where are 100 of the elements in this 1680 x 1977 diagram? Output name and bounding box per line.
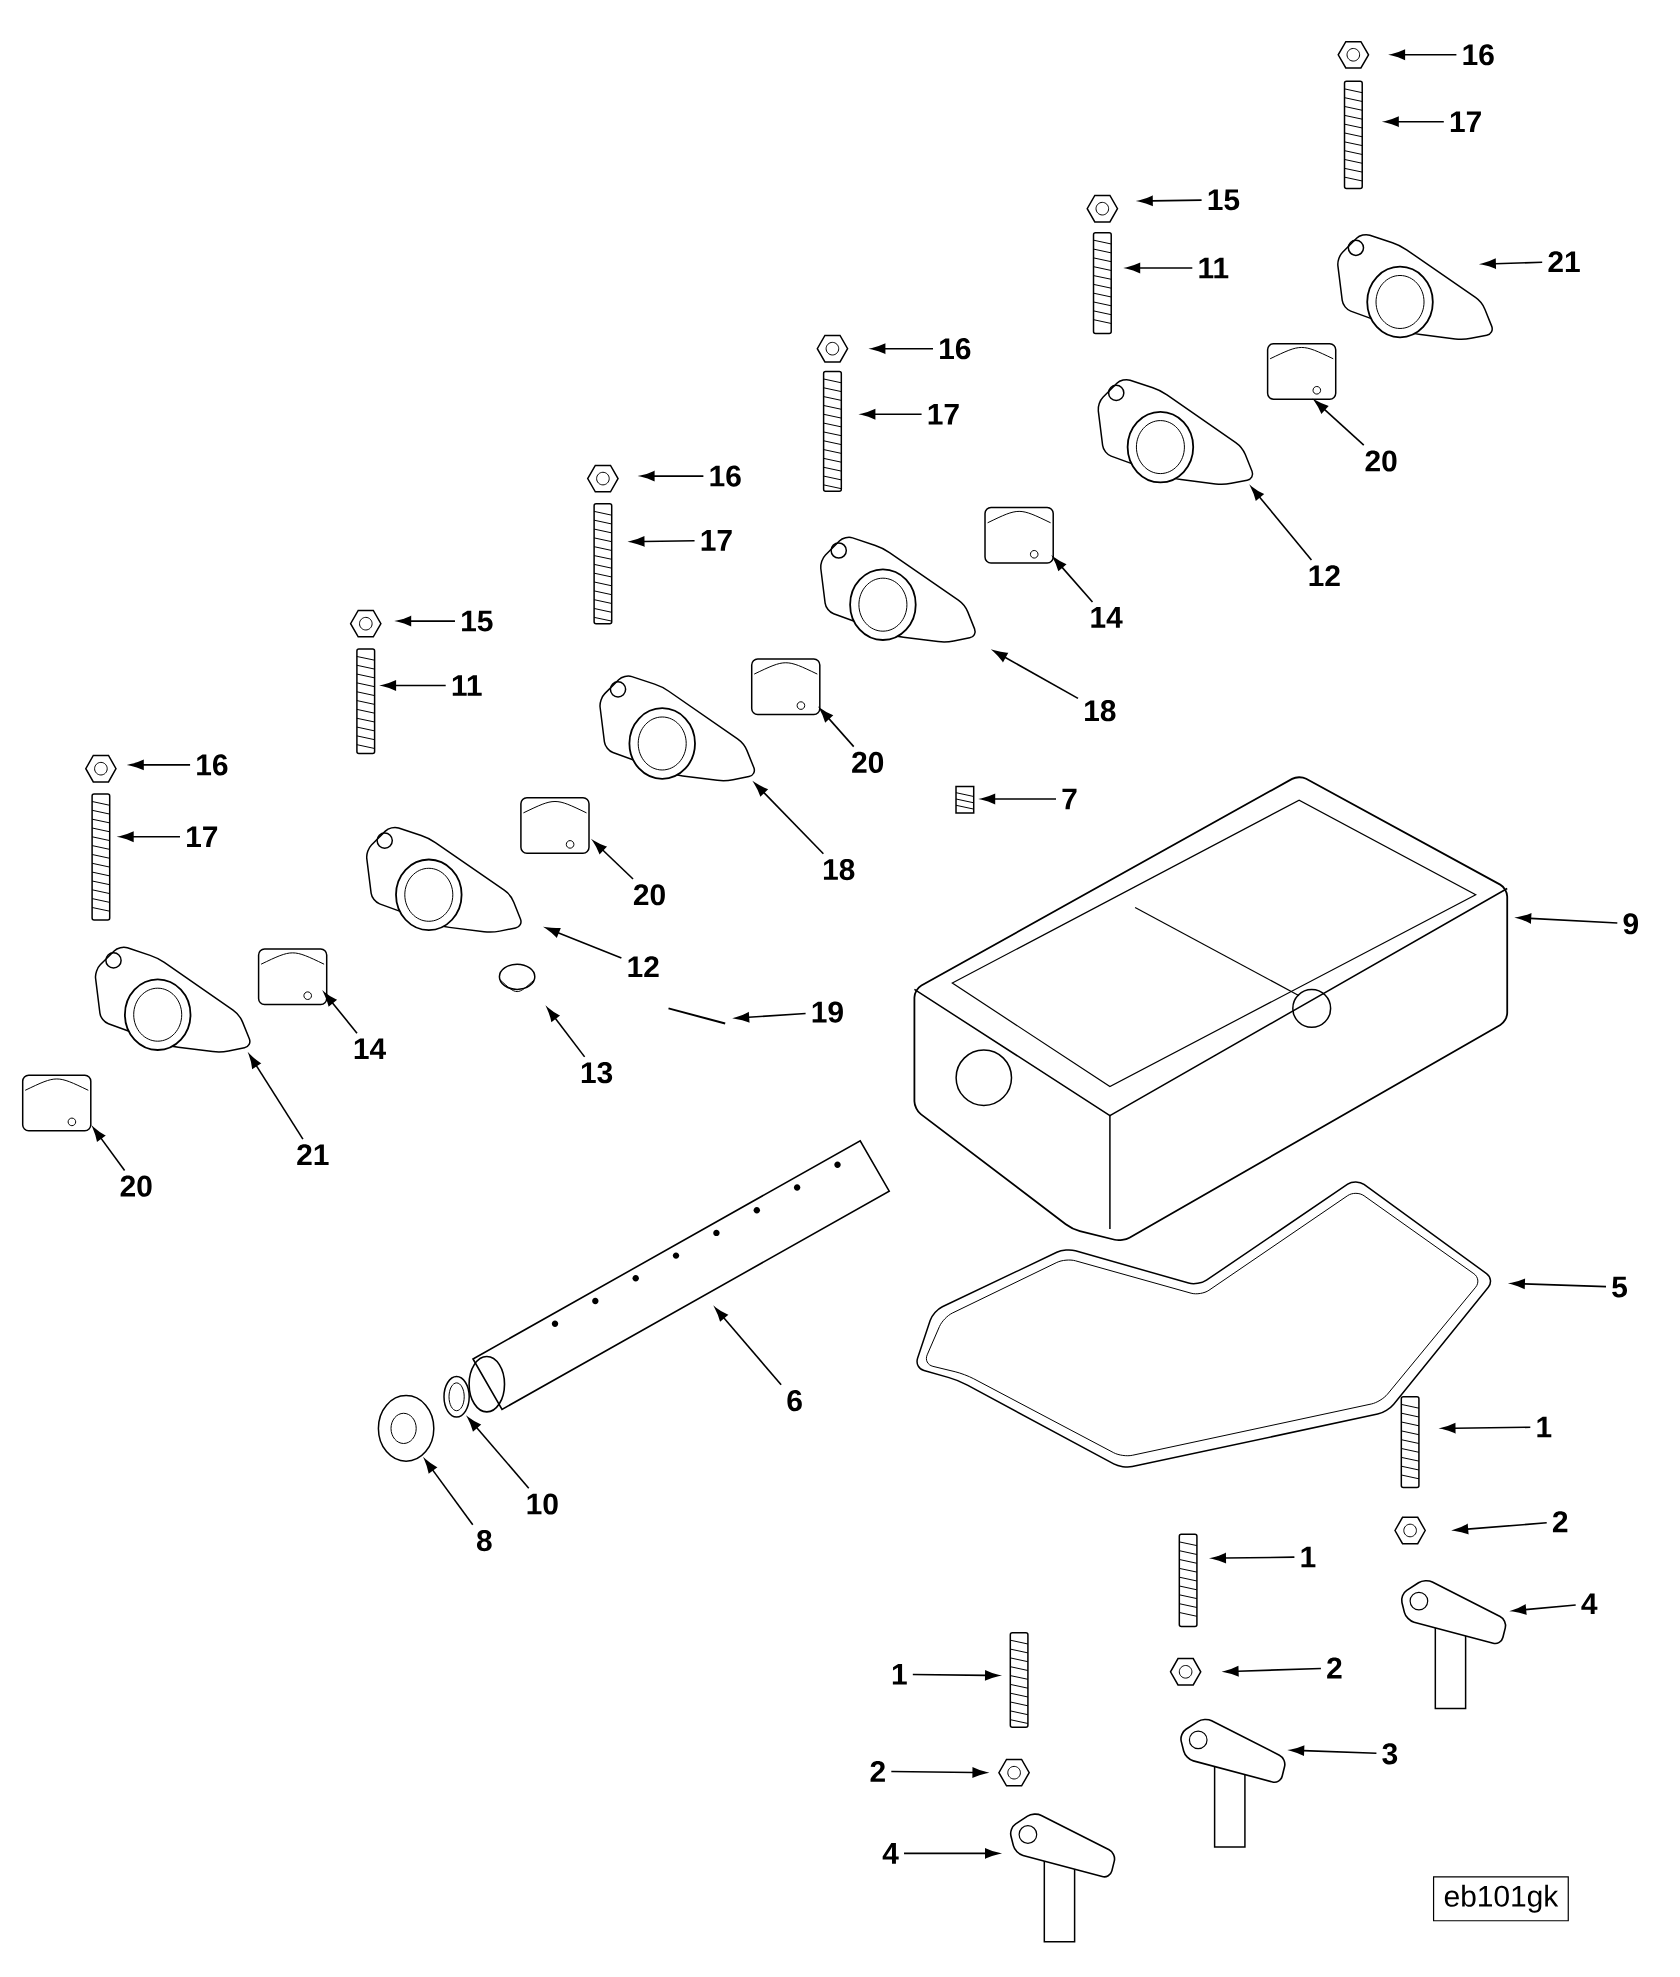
- callout-number: 16: [940, 338, 971, 360]
- leader-line: [1224, 1666, 1322, 1677]
- gasket: [916, 1181, 1492, 1468]
- bushing: [750, 658, 821, 716]
- end-plug: [377, 1394, 435, 1462]
- callout-number: 17: [701, 530, 732, 551]
- leader-line: [735, 1012, 807, 1023]
- callout-number: 16: [1463, 44, 1494, 66]
- leader-line: [248, 1054, 304, 1140]
- callout-number: 1: [1537, 1416, 1552, 1438]
- leader-line: [861, 409, 923, 420]
- lever: [1180, 1718, 1286, 1848]
- callout-number: 17: [928, 404, 959, 425]
- leader-line: [1441, 1423, 1532, 1434]
- callout-number: 16: [197, 754, 228, 776]
- plug-disc: [498, 963, 536, 993]
- leader-line: [119, 831, 181, 842]
- callout-number: 14: [354, 1038, 386, 1059]
- leader-line: [129, 759, 191, 770]
- callout-number: 21: [297, 1144, 329, 1166]
- leader-line: [467, 1417, 530, 1489]
- callout-number: 20: [1365, 450, 1397, 472]
- hex-nut: [586, 464, 619, 493]
- leader-line: [630, 536, 696, 547]
- leader-line: [981, 794, 1057, 804]
- callout-number: 4: [1581, 1593, 1598, 1614]
- bushing: [520, 796, 590, 854]
- callout-number: 18: [1085, 700, 1116, 722]
- leader-line: [546, 1007, 586, 1058]
- callout-number: 17: [187, 826, 218, 848]
- leader-line: [1512, 1604, 1577, 1615]
- hex-nut: [816, 334, 849, 363]
- callout-number: 20: [852, 751, 884, 773]
- leader-line: [1481, 258, 1543, 269]
- rocker-arm: [94, 946, 251, 1053]
- bushing: [1266, 342, 1337, 400]
- hex-nut: [1086, 194, 1119, 223]
- leader-line: [1212, 1553, 1296, 1564]
- callout-number: 18: [823, 859, 855, 881]
- lever: [1009, 1813, 1116, 1943]
- leader-line: [993, 650, 1079, 700]
- callout-number: 11: [1199, 257, 1229, 279]
- bushing: [257, 948, 328, 1006]
- callout-number: 7: [1062, 788, 1077, 810]
- callout-number: 1: [892, 1664, 907, 1685]
- leader-line: [912, 1670, 1000, 1681]
- hex-nut: [349, 609, 382, 638]
- threaded-stud: [822, 370, 843, 492]
- callout-number: 20: [633, 884, 665, 906]
- callout-number: 2: [870, 1760, 885, 1782]
- callout-number: 2: [1552, 1511, 1568, 1533]
- callout-number: 1: [1301, 1546, 1316, 1568]
- callout-number: 13: [581, 1062, 613, 1084]
- bushing: [984, 506, 1054, 564]
- hex-nut: [84, 754, 117, 783]
- callout-number: 2: [1327, 1657, 1342, 1679]
- callout-number: 3: [1382, 1743, 1398, 1765]
- callout-number: 6: [787, 1390, 802, 1412]
- hex-nut: [1169, 1657, 1202, 1686]
- leader-line: [871, 343, 934, 354]
- callout-number: 17: [1450, 111, 1481, 132]
- callout-number: 11: [452, 675, 482, 696]
- leader-line: [1250, 486, 1313, 561]
- leader-line: [714, 1307, 782, 1386]
- callout-number: 8: [476, 1530, 492, 1552]
- leader-line: [1391, 49, 1458, 60]
- leader-line: [424, 1459, 474, 1526]
- set-screw: [955, 785, 975, 814]
- rocker-arm: [819, 536, 976, 643]
- callout-number: 14: [1091, 607, 1123, 628]
- leader-line: [545, 927, 623, 959]
- callout-number: 9: [1623, 913, 1639, 935]
- leader-line: [1314, 400, 1365, 446]
- threaded-stud: [356, 648, 376, 755]
- callout-number: 12: [628, 956, 659, 978]
- housing: [913, 776, 1509, 1242]
- callout-number: 20: [120, 1175, 152, 1197]
- threaded-stud: [1343, 80, 1363, 190]
- pin: [667, 1007, 727, 1025]
- callout-number: 5: [1612, 1276, 1627, 1298]
- leader-line: [1510, 1278, 1607, 1289]
- callout-number: 10: [527, 1493, 558, 1515]
- leader-line: [1384, 116, 1445, 127]
- leader-line: [903, 1848, 1000, 1859]
- callout-number: 4: [882, 1843, 899, 1864]
- lever: [1400, 1579, 1507, 1710]
- callout-number: 21: [1548, 251, 1580, 273]
- leader-line: [640, 471, 705, 482]
- callout-number: 19: [812, 1001, 843, 1023]
- threaded-stud: [91, 793, 111, 921]
- callout-number: 15: [462, 610, 493, 632]
- threaded-stud: [593, 503, 613, 625]
- leader-line: [92, 1127, 126, 1172]
- hex-nut: [1337, 40, 1370, 69]
- leader-line: [1126, 262, 1194, 273]
- rocker-arm: [1097, 378, 1254, 485]
- leader-line: [1052, 557, 1094, 603]
- threaded-stud: [1009, 1631, 1029, 1729]
- leader-line: [754, 782, 825, 855]
- rocker-arm: [1337, 233, 1493, 340]
